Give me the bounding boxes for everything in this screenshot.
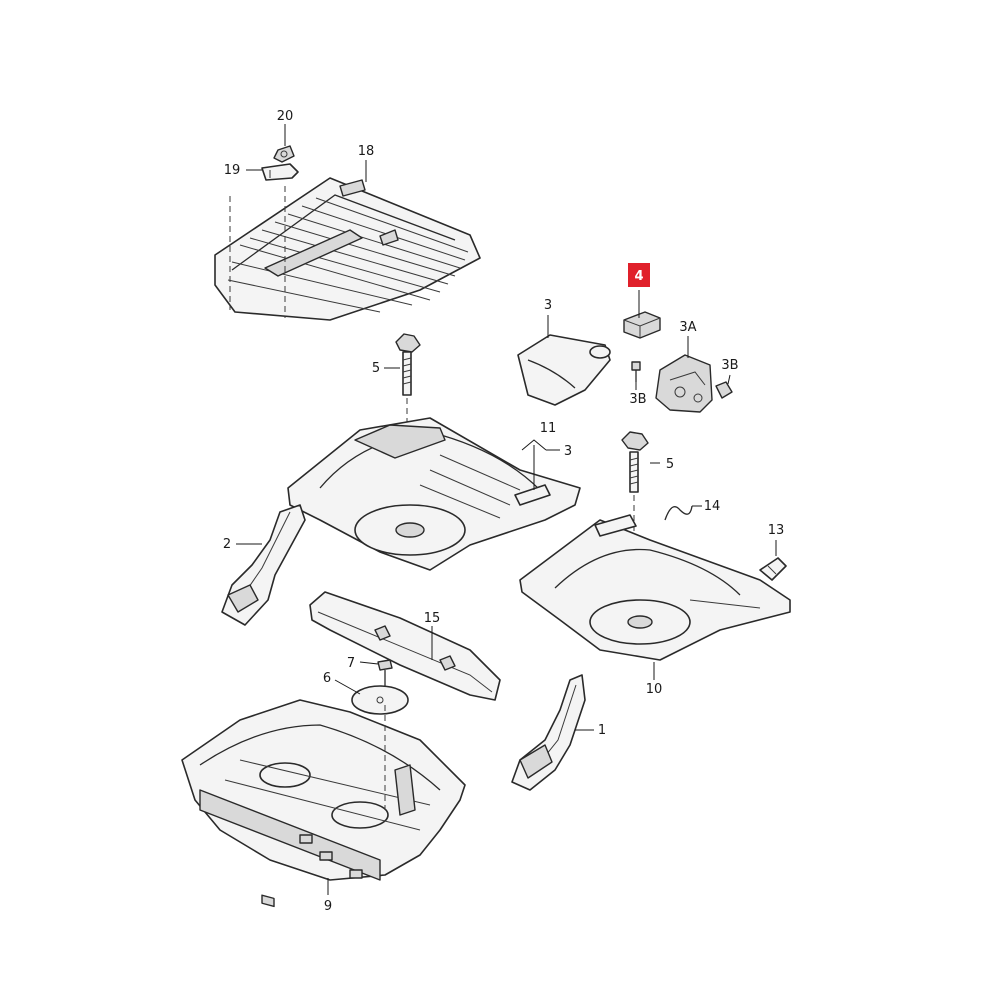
label-9: 9: [324, 899, 332, 914]
label-19: 19: [224, 163, 241, 178]
label-15: 15: [424, 611, 441, 626]
label-5-upper: 5: [372, 361, 380, 376]
part-7-screw: [377, 659, 393, 688]
part-2-side-member: [221, 504, 306, 626]
part-3a-latch: [655, 354, 713, 413]
part-3b-screw-right: [715, 381, 733, 399]
label-11-sub-3: 3: [564, 444, 572, 459]
part-9-floor-pan: [181, 699, 466, 908]
part-3-bracket: [517, 334, 611, 406]
part-15-cross-member: [309, 591, 501, 701]
label-4-highlight: [628, 263, 650, 287]
part-1-side-member: [511, 674, 586, 791]
part-6-plate: [351, 685, 409, 715]
label-5-lower: 5: [666, 457, 674, 472]
label-14: 14: [704, 499, 721, 514]
part-10-rear-floor: [519, 514, 791, 661]
label-10: 10: [646, 682, 663, 697]
label-6: 6: [323, 671, 331, 686]
label-11: 11: [540, 421, 557, 436]
label-20: 20: [277, 109, 294, 124]
part-3b-screw-left: [631, 361, 641, 382]
part-13-bracket: [759, 557, 787, 581]
part-20-nut: [273, 145, 295, 163]
label-3a: 3A: [679, 320, 696, 335]
label-7: 7: [347, 656, 355, 671]
part-19-clip: [261, 163, 299, 181]
label-18: 18: [358, 144, 375, 159]
label-2: 2: [223, 537, 231, 552]
part-14-clip: [664, 505, 693, 521]
label-1: 1: [598, 723, 606, 738]
label-13: 13: [768, 523, 785, 538]
part-18-floor-cover: [214, 177, 481, 321]
label-3b-right: 3B: [721, 358, 738, 373]
label-4: 4: [634, 269, 643, 284]
label-3b-left: 3B: [629, 392, 646, 407]
part-labels: 20 19 18 4 3 3A 3B 3B 5 5 11 3 14 13 2 1…: [223, 109, 784, 914]
part-4-cap: [623, 311, 661, 339]
label-3: 3: [544, 298, 552, 313]
leader-lines: [236, 124, 777, 895]
part-11-spare-wheel-well: [287, 417, 581, 571]
